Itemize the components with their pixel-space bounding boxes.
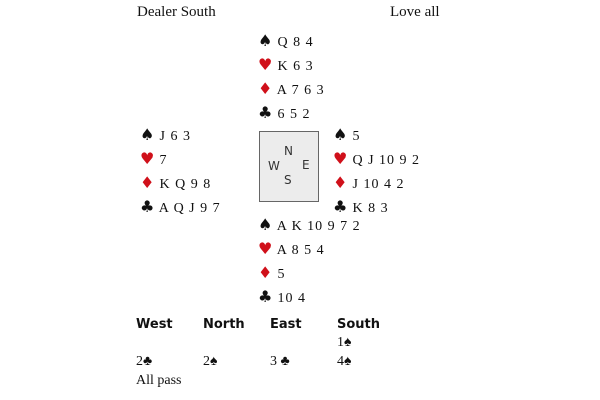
- heart-icon: ♥: [258, 239, 274, 258]
- auction-bid: 3 ♣: [270, 354, 290, 369]
- diamond-icon: ♦: [140, 173, 156, 192]
- club-icon: ♣: [258, 103, 274, 122]
- south-hearts: A 8 5 4: [276, 243, 325, 258]
- west-clubs: A Q J 9 7: [158, 201, 221, 216]
- spade-icon: ♠: [333, 125, 349, 144]
- north-clubs: 6 5 2: [277, 107, 311, 122]
- diamond-icon: ♦: [333, 173, 349, 192]
- west-spades: J 6 3: [159, 129, 191, 144]
- south-diamonds: 5: [277, 267, 286, 282]
- east-hearts: Q J 10 9 2: [352, 153, 421, 168]
- compass-box: N E S W: [259, 131, 319, 202]
- north-diamonds: A 7 6 3: [276, 83, 325, 98]
- west-diamonds: K Q 9 8: [159, 177, 212, 192]
- auction-bid: 2♣: [136, 354, 153, 369]
- south-spades: A K 10 9 7 2: [276, 219, 361, 234]
- spade-icon: ♠: [258, 215, 274, 234]
- north-spades: Q 8 4: [277, 35, 314, 50]
- compass-south: S: [284, 173, 292, 187]
- auction-header-east: East: [270, 317, 302, 332]
- spade-icon: ♠: [140, 125, 156, 144]
- south-clubs: 10 4: [277, 291, 306, 306]
- spade-icon: ♠: [258, 31, 274, 50]
- club-icon: ♣: [333, 197, 349, 216]
- east-clubs: K 8 3: [352, 201, 389, 216]
- compass-east: E: [302, 158, 310, 172]
- auction-header-west: West: [136, 317, 173, 332]
- club-icon: ♣: [258, 287, 274, 306]
- west-hand: ♠ J 6 3 ♥ 7 ♦ K Q 9 8 ♣ A Q J 9 7: [140, 123, 221, 219]
- compass-north: N: [284, 144, 293, 158]
- west-hearts: 7: [159, 153, 168, 168]
- south-hand: ♠ A K 10 9 7 2 ♥ A 8 5 4 ♦ 5 ♣ 10 4: [258, 213, 361, 309]
- vulnerability-label: Love all: [390, 4, 440, 20]
- club-icon: ♣: [140, 197, 156, 216]
- auction-bid: 4♠: [337, 354, 352, 369]
- auction-header-south: South: [337, 317, 381, 332]
- auction-header-north: North: [203, 317, 245, 332]
- diamond-icon: ♦: [258, 263, 274, 282]
- east-spades: 5: [352, 129, 361, 144]
- auction-bid: 2♠: [203, 354, 218, 369]
- dealer-label: Dealer South: [137, 4, 216, 20]
- auction-bid: All pass: [136, 373, 182, 388]
- east-hand: ♠ 5 ♥ Q J 10 9 2 ♦ J 10 4 2 ♣ K 8 3: [333, 123, 420, 219]
- north-hearts: K 6 3: [277, 59, 314, 74]
- north-hand: ♠ Q 8 4 ♥ K 6 3 ♦ A 7 6 3 ♣ 6 5 2: [258, 29, 325, 125]
- heart-icon: ♥: [333, 149, 349, 168]
- diamond-icon: ♦: [258, 79, 274, 98]
- auction-bid: 1♠: [337, 335, 352, 350]
- east-diamonds: J 10 4 2: [352, 177, 405, 192]
- heart-icon: ♥: [140, 149, 156, 168]
- compass-west: W: [268, 159, 280, 173]
- heart-icon: ♥: [258, 55, 274, 74]
